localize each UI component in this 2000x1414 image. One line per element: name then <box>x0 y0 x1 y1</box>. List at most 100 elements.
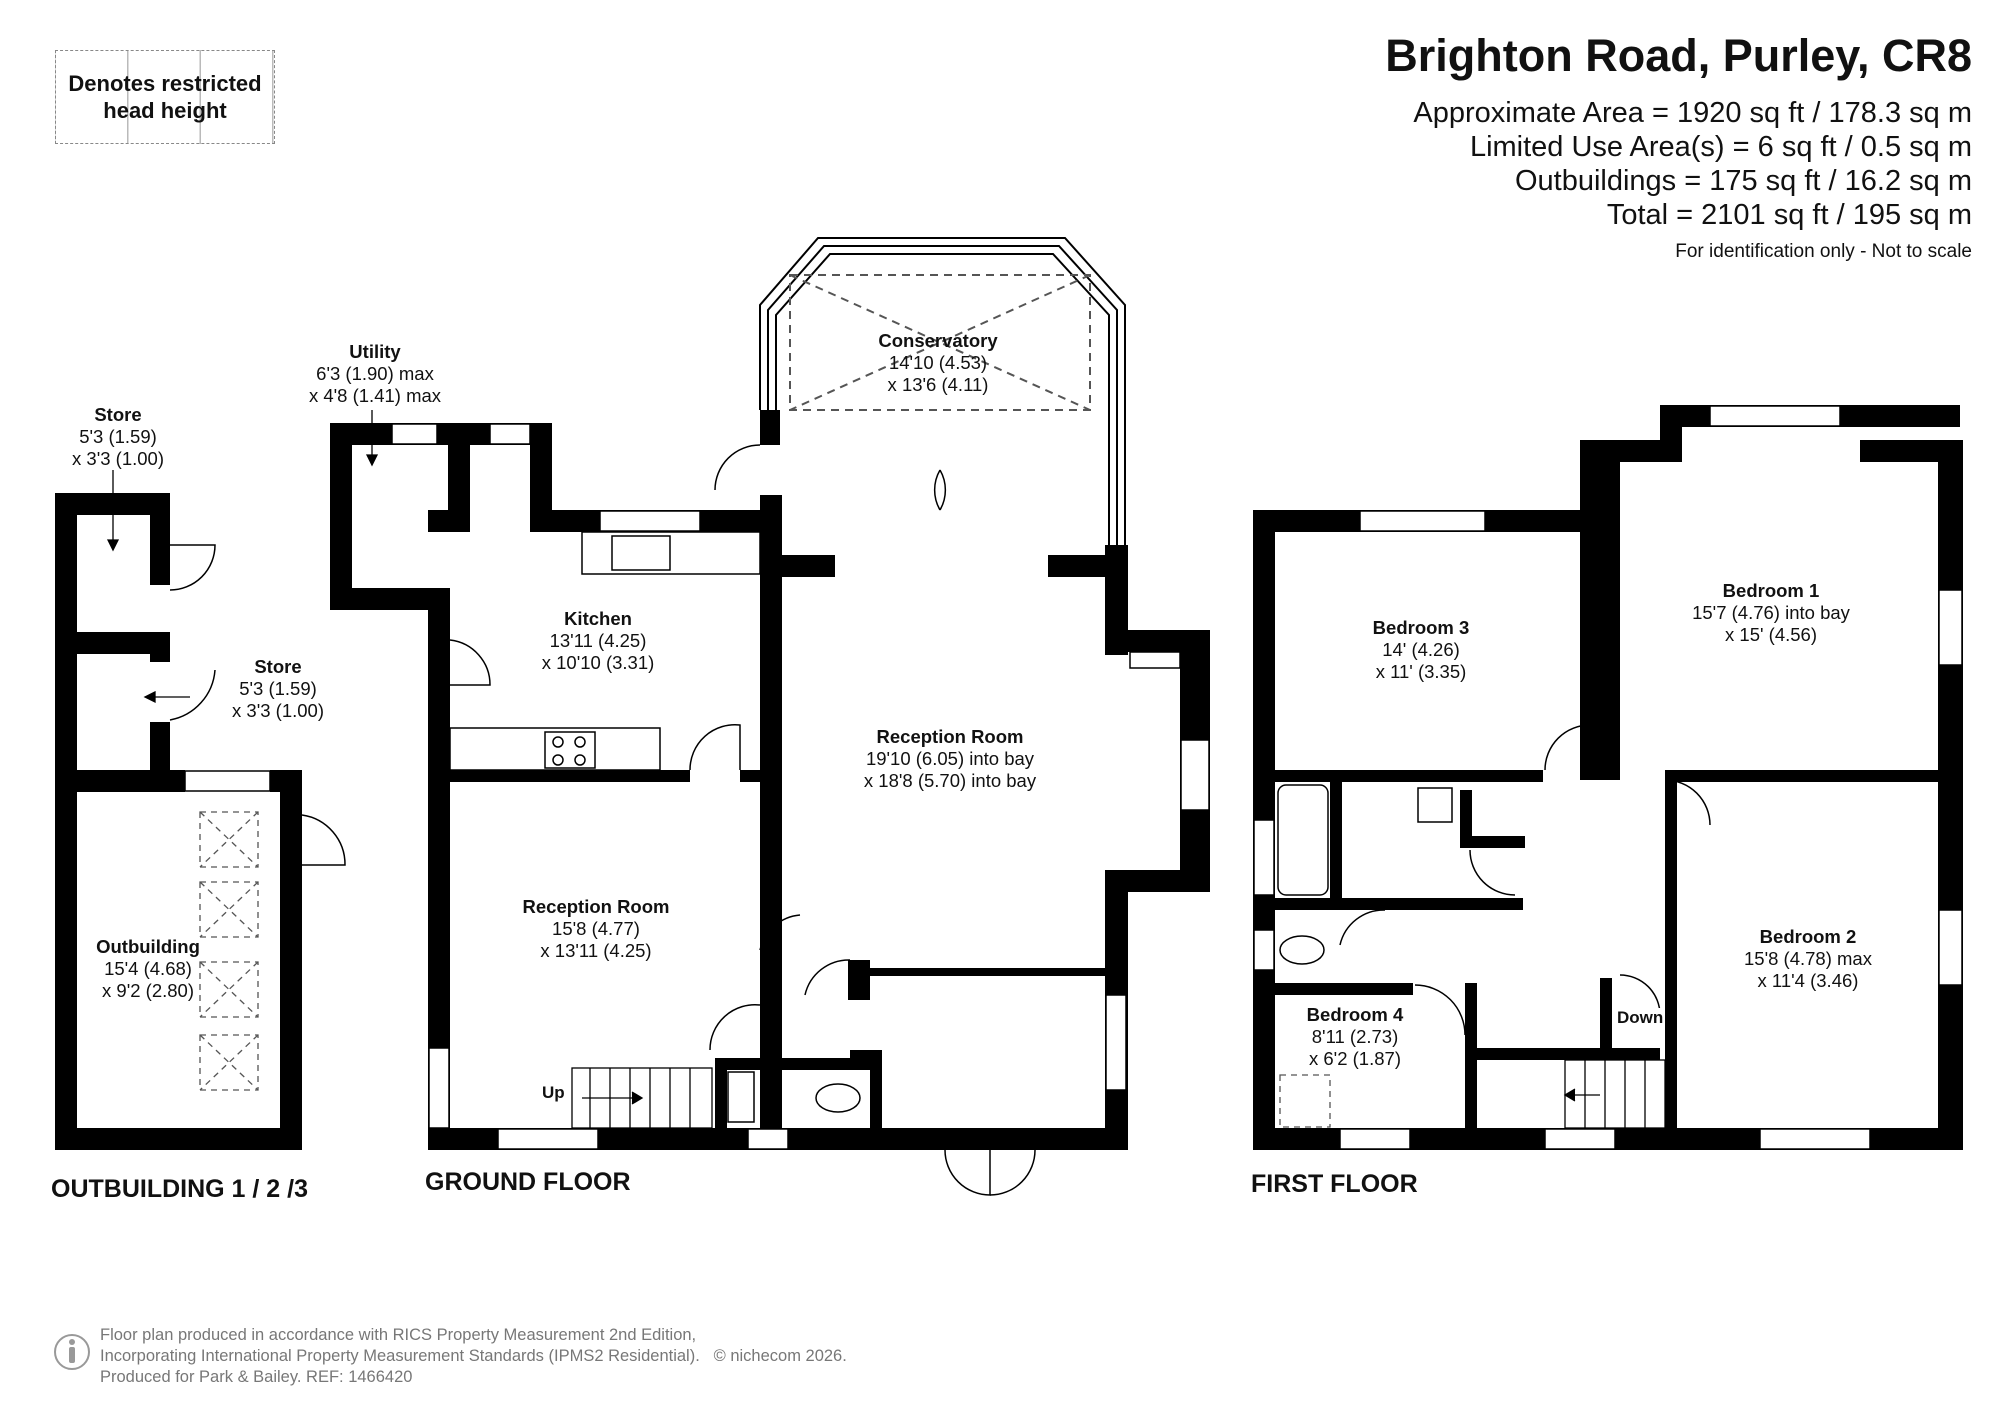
stairs-down-label: Down <box>1615 1008 1666 1028</box>
bay-wall-bottom <box>1105 870 1210 892</box>
utility-wall-bottom <box>330 588 450 610</box>
stair-wall <box>1600 978 1612 1060</box>
bedroom1-wall-right <box>1938 440 1963 1150</box>
utility-wall-corner <box>428 588 450 638</box>
wc-wall-right <box>870 1050 882 1150</box>
bedroom3-wall-right <box>1580 440 1602 780</box>
bedroom3-wall-bottom <box>1253 770 1543 782</box>
restricted-height-legend: Denotes restricted head height <box>55 50 275 144</box>
kitchen-counter-top <box>581 531 761 575</box>
wc-first-window <box>1253 929 1275 971</box>
front-door-right <box>989 1149 1036 1196</box>
stairs <box>571 1059 1666 1129</box>
walls <box>55 405 1963 1150</box>
kitchen-hob <box>544 731 596 769</box>
bedroom1-wall-bottom <box>1665 770 1963 782</box>
floor-label-ground: GROUND FLOOR <box>425 1168 631 1196</box>
bedroom1-side-window <box>1938 589 1963 666</box>
bedroom3-door <box>1544 724 1591 771</box>
bedroom3-window <box>1359 510 1486 532</box>
person-scale-icon <box>54 1334 90 1370</box>
floor-label-first: FIRST FLOOR <box>1251 1170 1418 1198</box>
kitchen-sink <box>611 535 671 571</box>
outbuilding-door <box>301 814 346 866</box>
bathroom-window <box>1253 819 1275 896</box>
wc-wall-left <box>715 1058 727 1150</box>
total-area: Total = 2101 sq ft / 195 sq m <box>1606 199 1972 231</box>
outbuilding-wall-bottom <box>55 1128 302 1150</box>
label-pointers <box>106 410 379 704</box>
store-door <box>169 544 216 591</box>
room-outbuilding: Outbuilding 15'4 (4.68) x 9'2 (2.80) <box>96 936 200 1001</box>
room-bedroom-1: Bedroom 1 15'7 (4.76) into bay x 15' (4.… <box>1692 580 1850 645</box>
stairs-wall <box>720 1058 880 1070</box>
scale-note: For identification only - Not to scale <box>1675 241 1972 262</box>
wc-door <box>1339 909 1386 946</box>
outbuilding-skylights <box>199 811 1331 1128</box>
room-kitchen: Kitchen 13'11 (4.25) x 10'10 (3.31) <box>541 608 655 673</box>
bedroom1-door <box>1664 779 1711 826</box>
room-bedroom-2: Bedroom 2 15'8 (4.78) max x 11'4 (3.46) <box>1744 926 1872 991</box>
reception-small-window-left <box>428 1047 450 1129</box>
bedroom1-wall-top-right <box>1860 440 1963 462</box>
cupboard-wall <box>1460 836 1525 848</box>
bay-window-side <box>1180 739 1210 811</box>
bathroom-basin <box>1417 787 1453 823</box>
bedroom4-door <box>1414 984 1466 1036</box>
bedroom1-window <box>1709 405 1841 427</box>
reception-small-door <box>759 914 801 951</box>
french-door-right <box>939 469 947 511</box>
stairs-up-label: Up <box>542 1083 565 1102</box>
utility-wall-right <box>530 423 552 513</box>
landing-window <box>1544 1128 1616 1150</box>
utility-window-2 <box>489 423 531 445</box>
bedroom2-window <box>1759 1128 1871 1150</box>
wc-window <box>747 1128 789 1150</box>
first-stairs <box>1564 1059 1666 1129</box>
conservatory-post-left <box>760 410 780 445</box>
approximate-area: Approximate Area = 1920 sq ft / 178.3 sq… <box>1413 97 1972 129</box>
doors <box>169 444 1711 1196</box>
wc-wall-top <box>850 1050 882 1062</box>
windows <box>184 405 1963 1150</box>
room-store-mid: Store 5'3 (1.59) x 3'3 (1.00) <box>232 656 324 721</box>
room-store-top: Store 5'3 (1.59) x 3'3 (1.00) <box>72 404 164 469</box>
bathtub <box>1277 784 1329 896</box>
reception-small-window-bottom <box>497 1128 599 1150</box>
store-divider <box>55 632 170 654</box>
limited-use-area: Limited Use Area(s) = 6 sq ft / 0.5 sq m <box>1469 131 1972 163</box>
outbuilding-wall-left <box>55 493 77 1150</box>
outbuilding-wall-top-left <box>55 770 185 792</box>
room-bedroom-3: Bedroom 3 14' (4.26) x 11' (3.35) <box>1372 617 1470 682</box>
hall-wall-left <box>760 960 782 1010</box>
outbuilding-door-jamb <box>280 770 302 815</box>
kitchen-wall-top-left <box>428 510 470 532</box>
french-door-left <box>933 469 941 511</box>
kitchen-window <box>599 510 701 532</box>
store-wall-right-mid <box>150 722 170 777</box>
legend-line-1: Denotes restricted <box>68 71 262 96</box>
kitchen-wall-bottom <box>430 770 690 782</box>
utility-window-1 <box>391 423 438 445</box>
room-reception-small: Reception Room 15'8 (4.77) x 13'11 (4.25… <box>522 896 670 961</box>
landing-wall <box>1465 1048 1660 1060</box>
hall-door <box>709 1003 761 1051</box>
store-mid-door <box>169 669 216 721</box>
reception-large-door <box>804 959 851 996</box>
reception-bottom-wall <box>870 968 1108 976</box>
kitchen-fixtures <box>449 531 761 771</box>
room-reception-large: Reception Room 19'10 (6.05) into bay x 1… <box>863 726 1037 791</box>
bathroom-door <box>1469 849 1516 896</box>
bedroom4-wall-right <box>1465 983 1477 1150</box>
reception-top-left <box>780 555 835 577</box>
ground-stairs <box>571 1067 713 1129</box>
copyright: © nichecom 2026. <box>713 1347 847 1365</box>
room-conservatory: Conservatory 14'10 (4.53) x 13'6 (4.11) <box>878 330 998 395</box>
ground-wc-basin <box>727 1071 755 1123</box>
room-bedroom-4: Bedroom 4 8'11 (2.73) x 6'2 (1.87) <box>1306 1004 1404 1069</box>
ground-wall-left <box>428 623 450 1150</box>
kitchen-door <box>689 723 741 771</box>
outbuilding-wall-right <box>280 770 302 1150</box>
hall-wall-stub <box>848 960 870 1000</box>
